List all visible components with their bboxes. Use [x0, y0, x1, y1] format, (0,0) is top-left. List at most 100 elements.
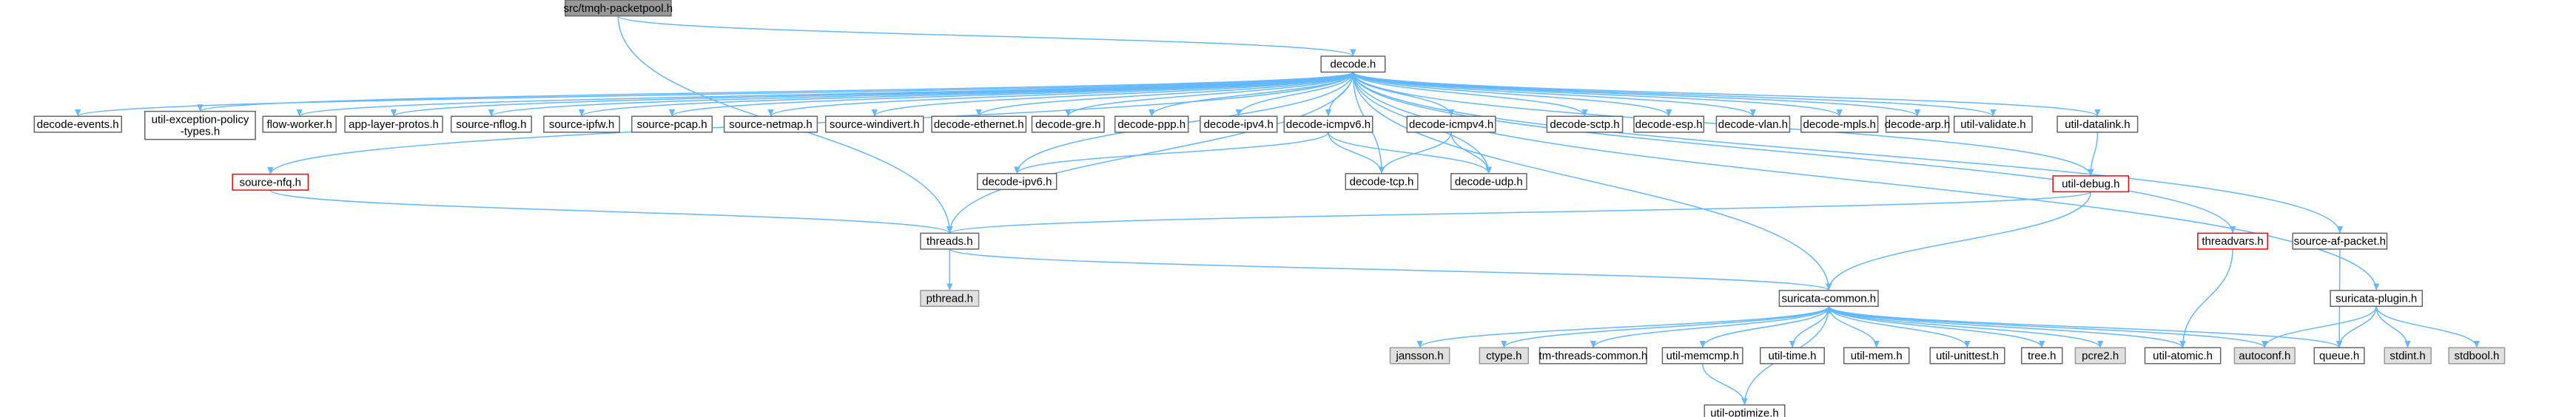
node-dicmp6[interactable]: decode-icmpv6.h	[1283, 115, 1373, 133]
node-scommon[interactable]: suricata-common.h	[1778, 290, 1879, 308]
node-label: source-windivert.h	[830, 118, 920, 131]
node-fw[interactable]: flow-worker.h	[262, 115, 337, 133]
node-box	[2197, 232, 2268, 250]
node-box	[631, 115, 713, 133]
edge-root-to-decode	[617, 15, 1356, 57]
edge-scommon-to-tmtc	[1590, 306, 1830, 348]
edge-udebug-to-scommon	[1826, 191, 2092, 291]
node-pthread[interactable]: pthread.h	[920, 290, 980, 308]
node-pcre2[interactable]: pcre2.h	[2074, 347, 2126, 365]
node-decode[interactable]: decode.h	[1320, 55, 1386, 73]
node-queue[interactable]: queue.h	[2313, 347, 2365, 365]
node-box	[931, 115, 1027, 133]
node-label: source-ipfw.h	[549, 118, 614, 131]
node-label: decode-udp.h	[1455, 176, 1523, 189]
node-label: decode-sctp.h	[1550, 118, 1619, 131]
node-udebug[interactable]: util-debug.h	[2052, 175, 2130, 193]
node-dtcp[interactable]: decode-tcp.h	[1345, 173, 1419, 191]
node-root[interactable]: src/tmqh-packetpool.h	[564, 0, 673, 17]
node-dicmp4[interactable]: decode-icmpv4.h	[1406, 115, 1496, 133]
node-jansson[interactable]: jansson.h	[1389, 347, 1450, 365]
node-umemcmp[interactable]: util-memcmp.h	[1661, 347, 1743, 365]
node-box	[2313, 347, 2365, 365]
node-tvars[interactable]: threadvars.h	[2197, 232, 2268, 250]
node-label: decode-ppp.h	[1117, 118, 1186, 131]
node-threads[interactable]: threads.h	[920, 232, 980, 250]
node-safp[interactable]: source-af-packet.h	[2292, 232, 2388, 250]
node-tree[interactable]: tree.h	[2021, 347, 2063, 365]
edge-dicmp6-to-dipv6	[1014, 132, 1329, 174]
node-stdint[interactable]: stdint.h	[2384, 347, 2432, 365]
node-tmtc[interactable]: tm-threads-common.h	[1539, 347, 1648, 365]
node-label: util-time.h	[1768, 350, 1816, 362]
node-splugin[interactable]: suricata-plugin.h	[2330, 290, 2424, 308]
node-label: queue.h	[2319, 350, 2359, 362]
node-deth[interactable]: decode-ethernet.h	[931, 115, 1027, 133]
node-label: ctype.h	[1486, 350, 1521, 362]
node-box	[1345, 173, 1419, 191]
node-snflog[interactable]: source-nflog.h	[450, 115, 532, 133]
edge-udebug-to-threads	[946, 191, 2092, 234]
node-label: threadvars.h	[2202, 235, 2263, 248]
node-stdbool[interactable]: stdbool.h	[2448, 347, 2506, 365]
node-label: flow-worker.h	[267, 118, 332, 131]
node-label: decode.h	[1331, 58, 1376, 71]
node-uunit[interactable]: util-unittest.h	[1929, 347, 2005, 365]
node-label: pcre2.h	[2082, 350, 2119, 362]
node-spcap[interactable]: source-pcap.h	[631, 115, 713, 133]
dependency-edges	[75, 15, 2481, 405]
node-dppp[interactable]: decode-ppp.h	[1114, 115, 1189, 133]
node-uvalid[interactable]: util-validate.h	[1953, 115, 2033, 133]
node-snfq[interactable]: source-nfq.h	[232, 173, 309, 191]
node-label: decode-icmpv6.h	[1286, 118, 1371, 131]
node-dev[interactable]: decode-events.h	[33, 115, 122, 133]
node-label: util-validate.h	[1960, 118, 2025, 131]
node-dudp[interactable]: decode-udp.h	[1450, 173, 1527, 191]
node-label: util-datalink.h	[2065, 118, 2130, 131]
node-box	[1546, 115, 1624, 133]
edge-splugin-to-stdbool	[2375, 306, 2481, 348]
node-dgre[interactable]: decode-gre.h	[1031, 115, 1105, 133]
node-dvlan[interactable]: decode-vlan.h	[1715, 115, 1791, 133]
node-umem[interactable]: util-mem.h	[1843, 347, 1910, 365]
node-box	[824, 115, 924, 133]
node-box	[723, 115, 818, 133]
edge-decode-to-snetmap	[767, 71, 1354, 117]
node-box	[1200, 115, 1278, 133]
node-udl[interactable]: util-datalink.h	[2057, 115, 2139, 133]
node-label: suricata-plugin.h	[2335, 293, 2417, 305]
node-box	[920, 290, 980, 308]
node-sipfw[interactable]: source-ipfw.h	[543, 115, 620, 133]
node-utime[interactable]: util-time.h	[1759, 347, 1825, 365]
node-alp[interactable]: app-layer-protos.h	[344, 115, 443, 133]
node-label: app-layer-protos.h	[349, 118, 439, 131]
node-swd[interactable]: source-windivert.h	[824, 115, 924, 133]
node-darp[interactable]: decode-arp.h	[1885, 115, 1950, 133]
node-uopt[interactable]: util-optimize.h	[1704, 404, 1786, 417]
node-snetmap[interactable]: source-netmap.h	[723, 115, 818, 133]
node-box	[543, 115, 620, 133]
node-dipv4[interactable]: decode-ipv4.h	[1200, 115, 1278, 133]
node-box	[1759, 347, 1825, 365]
node-label: decode-arp.h	[1885, 118, 1950, 131]
node-desp[interactable]: decode-esp.h	[1633, 115, 1705, 133]
edge-decode-to-uepl	[197, 71, 1354, 112]
node-label: decode-ipv6.h	[982, 176, 1052, 189]
node-box	[1320, 55, 1386, 73]
node-label: jansson.h	[1395, 350, 1443, 362]
node-dmpls[interactable]: decode-mpls.h	[1800, 115, 1879, 133]
node-box	[1633, 115, 1705, 133]
edge-decode-to-dipv4	[1235, 72, 1354, 117]
node-ctype[interactable]: ctype.h	[1479, 347, 1530, 365]
node-box	[1704, 404, 1786, 417]
edge-dicmp6-to-dudp	[1328, 132, 1492, 174]
node-label: source-af-packet.h	[2294, 235, 2386, 248]
node-box	[1885, 115, 1950, 133]
node-autoconf[interactable]: autoconf.h	[2233, 347, 2296, 365]
node-uepl[interactable]: util-exception-policy-types.h	[144, 110, 256, 140]
node-box	[2384, 347, 2432, 365]
node-dipv6[interactable]: decode-ipv6.h	[977, 173, 1057, 191]
node-uatomic[interactable]: util-atomic.h	[2144, 347, 2222, 365]
node-dsctp[interactable]: decode-sctp.h	[1546, 115, 1624, 133]
node-label: decode-events.h	[37, 118, 119, 131]
